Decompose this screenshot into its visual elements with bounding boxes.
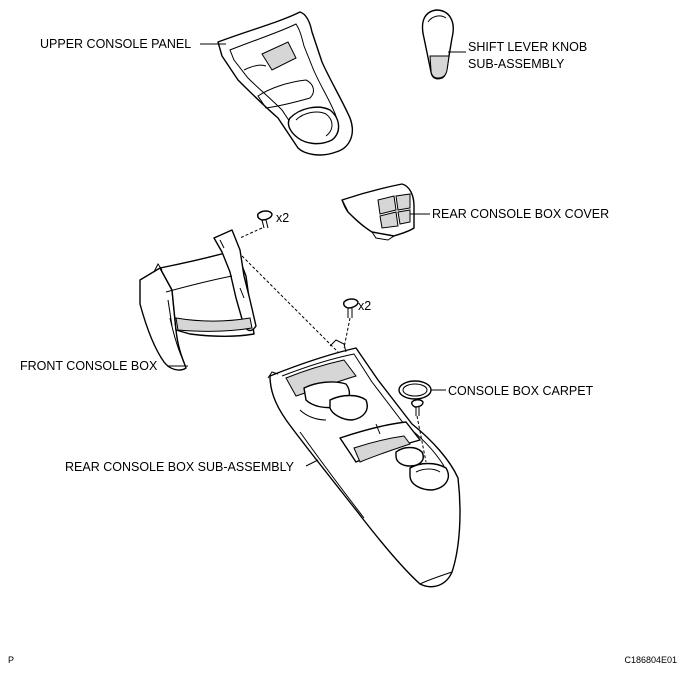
screw-carpet xyxy=(411,399,424,416)
shift-lever-knob xyxy=(421,9,454,80)
label-shift-knob-line2: SUB-ASSEMBLY xyxy=(468,57,565,71)
screw-rear xyxy=(343,298,359,318)
dashed-guides xyxy=(239,227,427,463)
label-console-box-carpet: CONSOLE BOX CARPET xyxy=(448,384,594,398)
label-screw-qty-rear: x2 xyxy=(358,299,371,313)
screw-front xyxy=(257,210,273,229)
label-upper-console-panel: UPPER CONSOLE PANEL xyxy=(40,37,191,51)
upper-console-panel xyxy=(217,11,354,156)
label-rear-console-box-cover: REAR CONSOLE BOX COVER xyxy=(432,207,609,221)
label-front-console-box: FRONT CONSOLE BOX xyxy=(20,359,158,373)
footer-right-code: C186804E01 xyxy=(624,655,677,665)
label-screw-qty-front: x2 xyxy=(276,211,289,225)
console-box-carpet xyxy=(398,380,432,400)
label-rear-console-box-sub-assembly: REAR CONSOLE BOX SUB-ASSEMBLY xyxy=(65,460,295,474)
rear-console-box-sub-assembly xyxy=(267,339,461,588)
rear-console-box-cover xyxy=(341,183,415,241)
leader-lines xyxy=(167,43,466,467)
label-shift-knob-line1: SHIFT LEVER KNOB xyxy=(468,40,587,54)
front-console-box xyxy=(139,229,257,371)
footer-left-code: P xyxy=(8,655,14,665)
